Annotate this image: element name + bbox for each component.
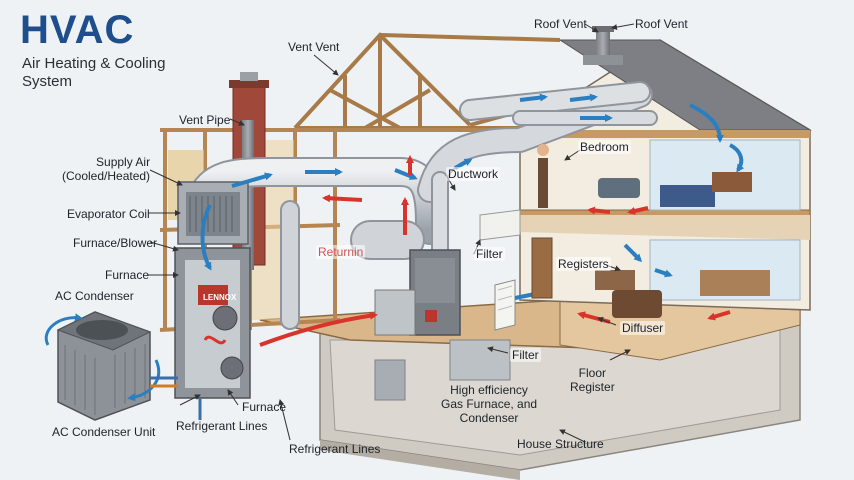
label-ac-condenser: AC Condenser xyxy=(55,289,134,303)
label-diffuser: Diffuser xyxy=(620,321,666,335)
bedroom-furniture xyxy=(537,144,752,208)
label-roof-vent-1: Roof Vent xyxy=(534,17,587,31)
label-high-efficiency: High efficiency Gas Furnace, and Condens… xyxy=(441,383,538,425)
label-bedroom: Bedroom xyxy=(578,140,631,154)
label-furnace-blower: Furnace/Blower xyxy=(73,236,158,250)
label-registers: Registers xyxy=(556,257,611,271)
label-floor-register: Floor Register xyxy=(570,366,615,394)
label-returnin: Returnin xyxy=(316,245,366,259)
label-vent-vent: Vent Vent xyxy=(288,40,340,54)
label-roof-vent-2: Roof Vent xyxy=(635,17,688,31)
label-refrigerant-lines-left: Refrigerant Lines xyxy=(176,419,268,433)
label-filter-mid: Filter xyxy=(474,247,505,261)
label-ac-condenser-unit: AC Condenser Unit xyxy=(52,425,156,439)
gas-furnace xyxy=(374,249,461,336)
label-vent-pipe: Vent Pipe xyxy=(179,113,231,127)
label-ductwork: Ductwork xyxy=(446,167,501,181)
label-evaporator-coil: Evaporator Coil xyxy=(67,207,150,221)
label-refrigerant-lines-center: Refrigerant Lines xyxy=(289,442,381,456)
refrigerant-lines xyxy=(150,376,202,420)
label-filter-low: Filter xyxy=(510,348,541,362)
roof-vents xyxy=(583,26,623,65)
furnace-brand-logo: LENNOX xyxy=(203,293,237,302)
label-furnace-top: Furnace xyxy=(105,268,150,282)
indoor-air-handler xyxy=(174,181,251,399)
air-filter xyxy=(479,209,521,331)
living-room-furniture xyxy=(531,237,770,318)
diagram-title: HVAC xyxy=(20,8,135,52)
label-supply-air: Supply Air (Cooled/Heated) xyxy=(62,155,151,183)
basement-ducts xyxy=(374,339,511,401)
return-airflow-arrows xyxy=(259,155,731,347)
diagram-subtitle: Air Heating & Cooling System xyxy=(22,55,166,90)
label-house-structure: House Structure xyxy=(517,437,604,451)
label-furnace-bottom: Furnace xyxy=(242,400,287,414)
ac-condenser-unit xyxy=(44,311,161,421)
